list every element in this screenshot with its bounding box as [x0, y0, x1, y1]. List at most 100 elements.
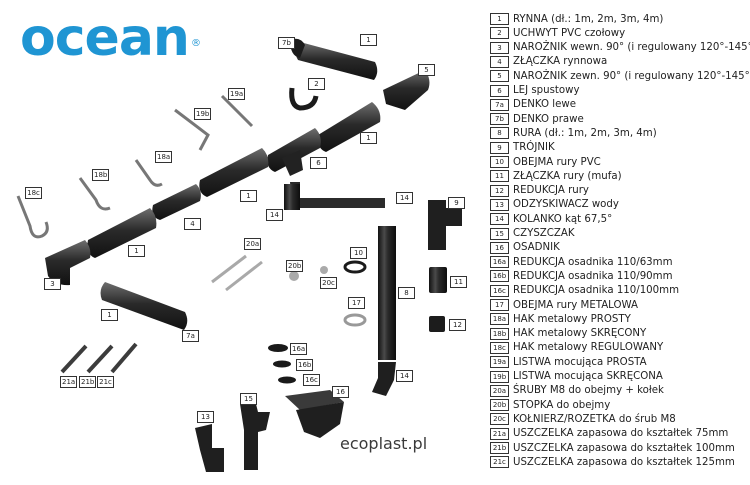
callout-tag: 19a — [228, 88, 246, 100]
legend-key: 7b — [490, 113, 509, 126]
legend-key: 20b — [490, 399, 509, 412]
callout-tag: 18b — [92, 169, 110, 181]
callout-tag: 21b — [79, 376, 97, 388]
legend-key: 16a — [490, 256, 509, 269]
legend-key: 14 — [490, 213, 509, 226]
gutter-corner-inner — [45, 240, 91, 286]
gutter-segment — [317, 102, 381, 152]
legend-label: REDUKCJA osadnika 110/100mm — [513, 285, 679, 297]
legend-key: 18c — [490, 341, 509, 354]
legend-label: USZCZELKA zapasowa do kształtek 75mm — [513, 428, 729, 440]
legend-key: 13 — [490, 198, 509, 211]
legend-label: HAK metalowy PROSTY — [513, 313, 631, 325]
legend-label: KOŁNIERZ/ROZETKA do śrub M8 — [513, 413, 676, 425]
gutter-corner-outer — [383, 70, 430, 110]
callout-tag: 16a — [290, 343, 308, 355]
legend-key: 18a — [490, 313, 509, 326]
seal-21a — [60, 344, 88, 374]
fixings — [60, 254, 263, 374]
legend-key: 18b — [490, 327, 509, 340]
callout-tag: 14 — [266, 209, 283, 221]
reducer-16c — [278, 376, 296, 384]
foot-20b — [289, 271, 299, 281]
bracket-straight — [220, 94, 254, 128]
legend-label: OBEJMA rury METALOWA — [513, 299, 638, 311]
legend-label: DENKO lewe — [513, 99, 576, 111]
legend-label: UCHWYT PVC czołowy — [513, 27, 626, 39]
callout-tag: 16b — [296, 359, 314, 371]
gutter-top — [295, 42, 378, 80]
screw-20a — [211, 254, 247, 284]
tank-body — [296, 402, 344, 438]
callout-tag: 9 — [448, 197, 465, 209]
legend-key: 4 — [490, 55, 509, 68]
callout-tag: 19b — [194, 108, 212, 120]
seal-21c — [110, 342, 138, 374]
legend-label: HAK metalowy REGULOWANY — [513, 342, 664, 354]
gutter-segment — [267, 128, 321, 172]
pipe-8 — [378, 226, 396, 360]
callout-tag: 11 — [450, 276, 467, 288]
callout-tag: 21c — [97, 376, 114, 388]
legend-label: NAROŻNIK zewn. 90° (i regulowany 120°-14… — [513, 70, 750, 82]
legend-row: 16a REDUKCJA osadnika 110/63mm — [490, 255, 673, 269]
legend-label: REDUKCJA osadnika 110/63mm — [513, 256, 673, 268]
tee-9 — [428, 200, 462, 250]
logo-text: ocean — [20, 8, 190, 68]
callout-tag: 5 — [418, 64, 435, 76]
legend-row: 11 ZŁĄCZKA rury (mufa) — [490, 169, 622, 183]
callout-tag: 1 — [101, 309, 118, 321]
legend-key: 9 — [490, 141, 509, 154]
legend-key: 21a — [490, 427, 509, 440]
callout-tag: 12 — [449, 319, 466, 331]
legend-key: 7a — [490, 98, 509, 111]
legend-label: RURA (dł.: 1m, 2m, 3m, 4m) — [513, 127, 657, 139]
legend-label: REDUKCJA rury — [513, 185, 589, 197]
legend-row: 2 UCHWYT PVC czołowy — [490, 26, 625, 40]
registered-mark: ® — [190, 38, 201, 49]
callout-tag: 18c — [25, 187, 42, 199]
legend-key: 21b — [490, 442, 509, 454]
legend-label: DENKO prawe — [513, 113, 584, 125]
callout-tag: 8 — [398, 287, 415, 299]
parts-illustration — [16, 38, 462, 472]
callout-tag: 17 — [348, 297, 365, 309]
legend-label: NAROŻNIK wewn. 90° (i regulowany 120°-14… — [513, 42, 750, 54]
callout-tag: 16c — [303, 374, 320, 386]
legend-row: 21a USZCZELKA zapasowa do kształtek 75mm — [490, 427, 728, 441]
legend-label: USZCZELKA zapasowa do kształtek 125mm — [513, 456, 735, 468]
callout-tag: 7a — [182, 330, 199, 342]
ocean-logo: ocean® — [20, 8, 201, 68]
legend-label: ZŁĄCZKA rury (mufa) — [513, 170, 622, 182]
bracket-twisted — [174, 108, 210, 151]
legend-row: 7a DENKO lewe — [490, 98, 576, 112]
callout-tag: 15 — [240, 393, 257, 405]
legend-label: HAK metalowy SKRĘCONY — [513, 328, 647, 340]
legend-key: 2 — [490, 27, 509, 40]
legend-key: 12 — [490, 184, 509, 197]
legend-label: STOPKA do obejmy — [513, 399, 611, 411]
settling-tank — [268, 344, 344, 438]
legend-key: 11 — [490, 170, 509, 183]
reducer-16b — [273, 360, 291, 368]
elbow-top — [290, 182, 385, 208]
callout-tag: 7b — [278, 37, 295, 49]
callout-tag: 1 — [240, 190, 257, 202]
legend-row: 18a HAK metalowy PROSTY — [490, 312, 631, 326]
gutter-run — [45, 38, 430, 330]
gutter-lower — [100, 282, 188, 330]
downpipe-assembly — [284, 182, 462, 396]
legend-label: TRÓJNIK — [513, 142, 555, 154]
